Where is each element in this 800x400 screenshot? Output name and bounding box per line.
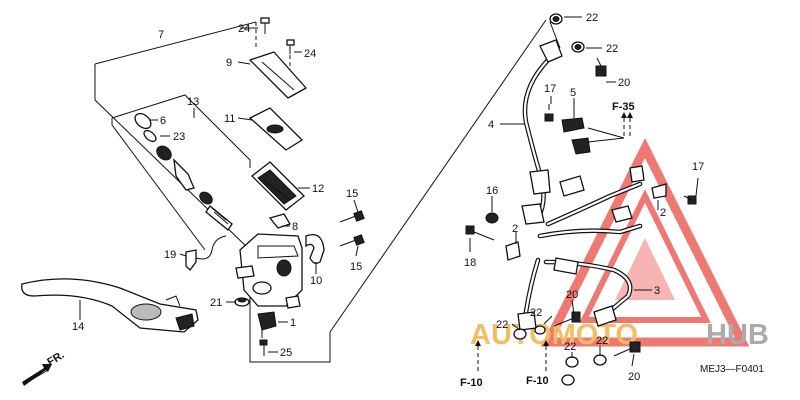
callout-14: 14 [72, 321, 84, 333]
diaphragm-part-12 [251, 161, 305, 211]
callout-10: 10 [310, 275, 322, 287]
bolt-part-16 [485, 212, 499, 224]
callout-1: 1 [290, 317, 296, 329]
callout-22-d: 22 [496, 319, 508, 331]
callout-22-c: 22 [530, 307, 542, 319]
ref-f10-left: F-10 [460, 377, 483, 389]
callout-17-a: 17 [544, 83, 556, 95]
hose-frame-lines [549, 21, 561, 49]
piston-components [134, 112, 233, 231]
clamp-part-10 [305, 233, 325, 264]
plate-part-11 [248, 107, 304, 151]
callout-12: 12 [312, 183, 324, 195]
switch-part-19 [185, 235, 227, 271]
callout-20-a: 20 [618, 77, 630, 89]
callout-2-right: 2 [660, 207, 666, 219]
bolt-part-18 [465, 225, 495, 241]
brake-lever-part-14 [21, 278, 199, 333]
reference-arrows [475, 112, 633, 372]
callout-20-c: 20 [628, 371, 640, 383]
brake-hose-part-3 [517, 223, 643, 331]
callout-2-left: 2 [512, 223, 518, 235]
callout-15-bottom: 15 [350, 261, 362, 273]
callout-24-second: 24 [304, 48, 316, 60]
brake-hose-part-4 [521, 39, 563, 225]
diagram-code: MEJ3—F0401 [700, 364, 764, 375]
callout-5: 5 [570, 87, 576, 99]
screw-part-24 [260, 17, 295, 54]
ref-f10-right: F-10 [526, 375, 549, 387]
leader-lines [79, 16, 699, 367]
callout-17-b: 17 [692, 161, 704, 173]
callout-3: 3 [654, 285, 660, 297]
callout-9: 9 [226, 57, 232, 69]
callout-20-b: 20 [566, 289, 578, 301]
watermark-text-grey: HUB [706, 319, 769, 351]
clip-part-8 [268, 213, 291, 229]
callout-4: 4 [488, 119, 494, 131]
callout-23: 23 [173, 131, 185, 143]
callout-8: 8 [292, 221, 298, 233]
watermark-text-orange: AUTOMOTO [470, 319, 638, 351]
bolt-part-17 [544, 104, 697, 205]
callout-24-top: 24 [238, 23, 250, 35]
callout-22-a: 22 [586, 12, 598, 24]
banjo-bolt-part-20 [553, 57, 641, 357]
callout-6: 6 [160, 115, 166, 127]
callout-11: 11 [224, 113, 235, 125]
callout-22-f: 22 [596, 335, 608, 347]
callout-22-b: 22 [606, 43, 618, 55]
callout-7: 7 [158, 29, 164, 41]
bolt-part-15 [339, 210, 365, 247]
callout-13: 13 [187, 96, 199, 108]
callout-19: 19 [164, 249, 176, 261]
front-direction-arrow-icon [22, 364, 52, 386]
callout-16: 16 [486, 185, 498, 197]
screw-part-25 [259, 339, 268, 356]
bushing-part-21 [234, 297, 250, 307]
callout-25: 25 [280, 347, 292, 359]
clip-part-2 [505, 165, 667, 261]
callout-15-top: 15 [346, 188, 358, 200]
clamp-part-5 [561, 117, 591, 155]
master-cylinder-body [235, 233, 303, 309]
callout-22-e: 22 [564, 341, 576, 353]
callout-18: 18 [464, 257, 476, 269]
piston-set-bracket-part-13 [111, 94, 251, 251]
callout-21: 21 [210, 297, 222, 309]
callout-labels: 24 24 7 9 13 6 11 23 12 15 8 19 15 10 21… [72, 12, 764, 389]
ref-f35: F-35 [612, 101, 635, 113]
reservoir-cap-part-9 [249, 51, 307, 99]
fitting-part-1 [257, 311, 277, 338]
brake-hose-crossing [545, 175, 643, 227]
